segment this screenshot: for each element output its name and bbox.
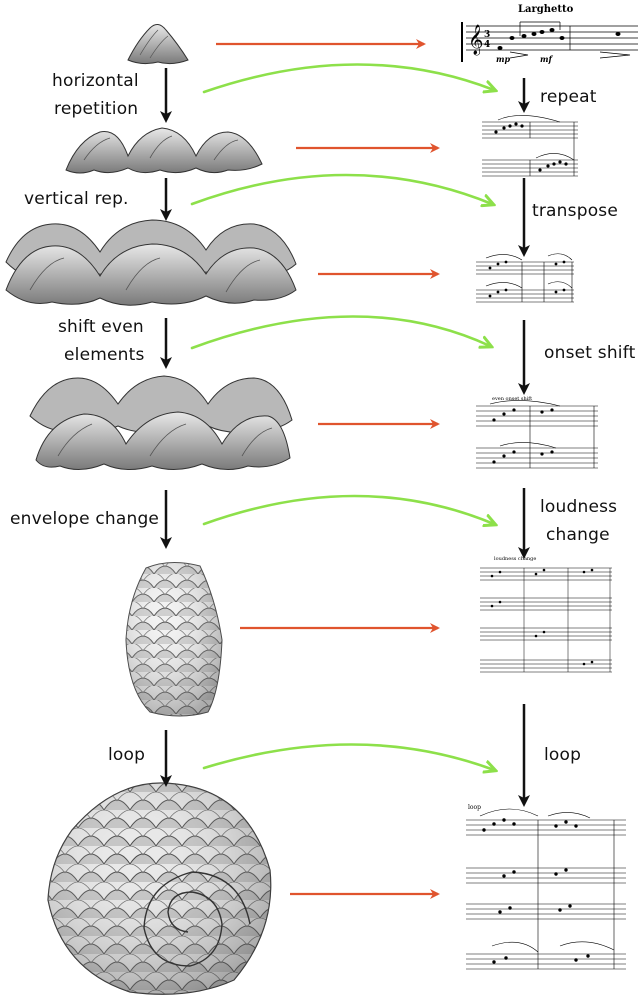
score-loop-caption: loop xyxy=(468,804,481,811)
svg-text:mf: mf xyxy=(540,54,553,64)
score-3 xyxy=(476,254,574,302)
label-repeat: repeat xyxy=(540,86,597,109)
label-elements: elements xyxy=(64,344,145,367)
sketch-horizontal-row xyxy=(66,128,262,173)
label-loop-left: loop xyxy=(108,744,145,767)
sketch-single-scale xyxy=(128,24,188,63)
sketch-vertical-rows xyxy=(6,220,296,305)
label-horizontal: horizontal xyxy=(52,70,139,93)
label-vertical-rep: vertical rep. xyxy=(24,188,129,211)
score-4 xyxy=(476,400,598,468)
label-envelope-change: envelope change xyxy=(10,508,159,531)
svg-text:mp: mp xyxy=(496,54,510,64)
score-tempo-marking: Larghetto xyxy=(518,4,573,15)
score-2 xyxy=(482,115,578,176)
score-6 xyxy=(466,809,626,969)
score-1: 𝄞 3 4 mp mf xyxy=(462,22,638,64)
score-loudness-caption: loudness change xyxy=(494,556,536,562)
sketch-loop-sphere xyxy=(48,783,271,994)
svg-text:4: 4 xyxy=(484,40,490,50)
sketch-envelope-shape xyxy=(126,562,222,716)
score-5 xyxy=(480,568,612,672)
red-mapping-arrows xyxy=(216,44,438,894)
score-onset-caption: even onset shift xyxy=(492,396,532,402)
label-loudness: loudness xyxy=(540,496,617,519)
sketch-shifted-rows xyxy=(30,376,292,470)
label-transpose: transpose xyxy=(532,200,618,223)
label-change: change xyxy=(546,524,610,547)
label-onset-shift: onset shift xyxy=(544,342,635,365)
svg-text:𝄞: 𝄞 xyxy=(468,24,483,56)
svg-text:3: 3 xyxy=(484,30,490,40)
label-shift-even: shift even xyxy=(58,316,144,339)
label-repetition: repetition xyxy=(54,98,138,121)
label-loop-right: loop xyxy=(544,744,581,767)
